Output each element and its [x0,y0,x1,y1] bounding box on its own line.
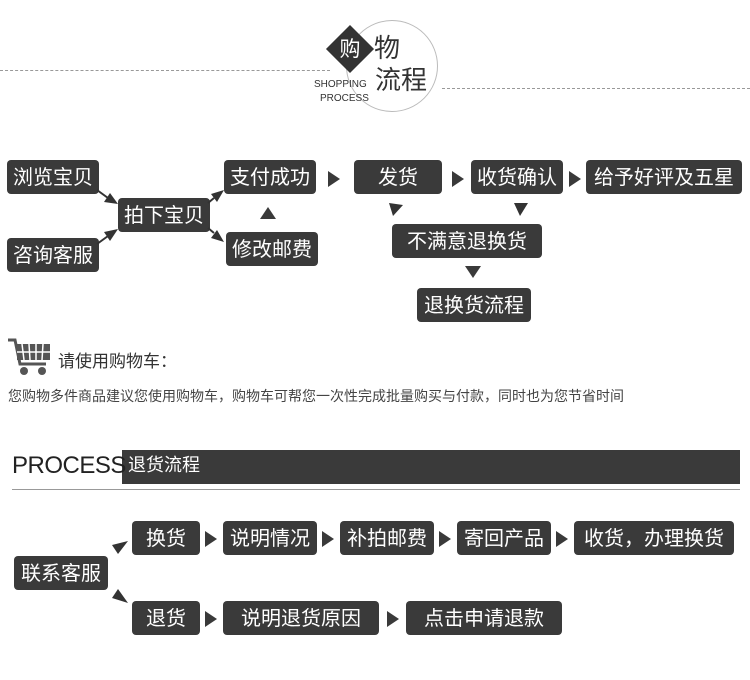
return-flow-box: 退换货流程 [417,288,531,322]
sendback-box: 寄回产品 [457,521,551,555]
cart-description: 您购物多件商品建议您使用购物车，购物车可帮您一次性完成批量购买与付款，同时也为您… [8,389,624,405]
contact-box: 联系客服 [14,556,108,590]
arrow-explain2-to-click-refund [387,611,399,627]
arrow-postage-to-sendback [439,531,451,547]
cart-icon [8,338,50,375]
browse-box: 浏览宝贝 [7,160,99,194]
explain1-box: 说明情况 [223,521,317,555]
arrow-modify-to-pay [260,207,276,219]
header-divider-right [442,88,750,89]
click-refund-box: 点击申请退款 [406,601,562,635]
arrow-refund-to-explain2 [205,611,217,627]
modify-box: 修改邮费 [226,232,318,266]
pay-box: 支付成功 [224,160,316,194]
rate-box: 给予好评及五星 [586,160,742,194]
process-title-en: PROCESS [12,452,126,479]
postage-box: 补拍邮费 [340,521,434,555]
unsatisfied-box: 不满意退换货 [392,224,542,258]
process-bar [122,450,740,484]
exchange-box: 换货 [132,521,200,555]
arrow-exchange-to-explain1 [205,531,217,547]
refund-box: 退货 [132,601,200,635]
arrow-unsatisfied-to-return [465,266,481,278]
header-title-line2: 流程 [375,66,428,96]
header-sub-en-2: PROCESS [320,93,369,104]
explain2-box: 说明退货原因 [223,601,379,635]
cart-title: 请使用购物车： [58,352,177,372]
process-underline [12,489,740,490]
process-title-cn: 退货流程 [128,455,200,476]
confirm-box: 收货确认 [471,160,563,194]
arrow-pay-to-ship [328,171,340,187]
arrow-sendback-to-receive [556,531,568,547]
ship-box: 发货 [354,160,442,194]
header-title-char-dark: 购 [339,37,361,61]
receive-box: 收货，办理换货 [574,521,734,555]
consult-box: 咨询客服 [7,238,99,272]
arrow-confirm-to-rate [569,171,581,187]
header-sub-en-1: SHOPPING [314,79,367,90]
arrow-explain1-to-postage [322,531,334,547]
header-title-char-rest: 物 [374,34,401,64]
buy-box: 拍下宝贝 [118,198,210,232]
arrow-ship-to-confirm [452,171,464,187]
header-divider-left [0,70,330,71]
